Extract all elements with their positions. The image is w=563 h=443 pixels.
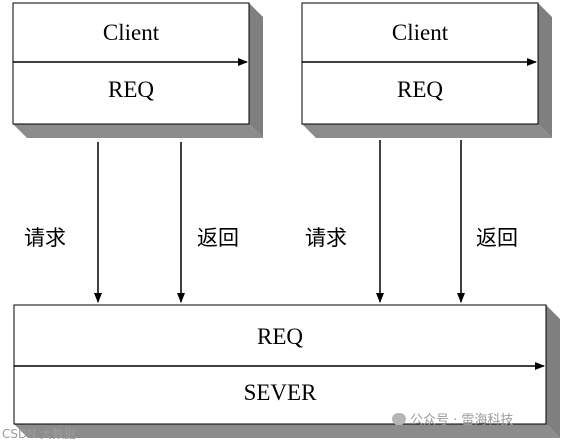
server-bottom-label: SEVER (243, 380, 317, 405)
return-label-right: 返回 (476, 226, 518, 250)
watermark-left: CSDN 大数据 (2, 427, 77, 441)
client-box-right-bottom-shadow (302, 124, 552, 138)
return-label-left: 返回 (197, 226, 239, 250)
request-label-right: 请求 (305, 226, 347, 250)
client-box-right-face (301, 2, 539, 125)
server-box-bottom-shadow (14, 424, 560, 438)
client-box-left (12, 2, 263, 138)
request-label-left: 请求 (24, 226, 66, 250)
client-box-left-side-shadow (249, 3, 263, 138)
client-right-sub: REQ (397, 77, 443, 102)
wechat-icon (392, 413, 406, 425)
client-right-title: Client (391, 20, 449, 45)
client-left-sub: REQ (108, 77, 154, 102)
client-box-left-bottom-shadow (13, 124, 263, 138)
client-box-right-side-shadow (538, 3, 552, 138)
server-box-face (13, 304, 547, 425)
client-box-left-face (12, 2, 250, 125)
server-box-side-shadow (546, 305, 560, 438)
server-top-label: REQ (257, 324, 303, 349)
watermark-right-text: 公众号 · 雷海科技 (410, 413, 514, 428)
client-left-title: Client (102, 20, 160, 45)
server-box (13, 304, 560, 438)
watermark-right: 公众号 · 雷海科技 (392, 409, 513, 428)
client-box-right (301, 2, 552, 138)
